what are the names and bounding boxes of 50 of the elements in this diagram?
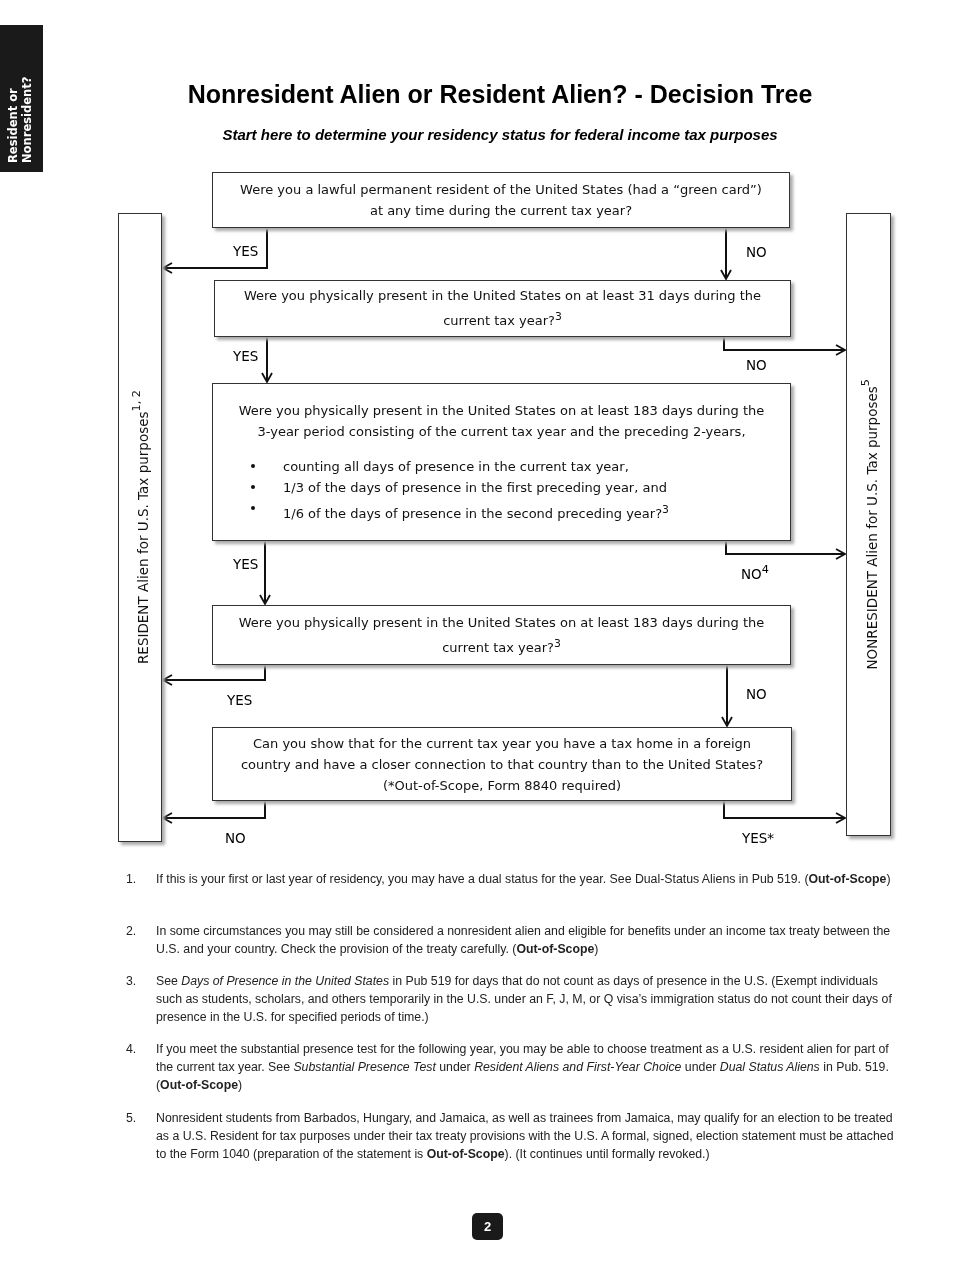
question-text: Were you a lawful permanent resident of the United States (had a “green card”) at any time during the current tax year? <box>239 181 763 220</box>
arrow <box>162 800 266 824</box>
arrow <box>723 800 846 824</box>
edge-label: NO <box>745 244 768 260</box>
arrow <box>261 336 273 383</box>
edge-label: YES <box>232 348 260 364</box>
question-text: Can you show that for the current tax year you have a tax home in a foreign country and have a closer connection to that country than to the United States? <box>239 734 765 774</box>
edge-label: NO$^{4}$ <box>740 563 770 582</box>
page-title: Nonresident Alien or Resident Alien? - Decision Tree <box>186 80 814 109</box>
question-box <box>212 172 790 228</box>
arrow <box>259 540 271 605</box>
footnote-number: 2. <box>126 923 137 940</box>
arrow <box>162 664 266 686</box>
bullet-text: counting all days of presence in the current tax year, <box>283 459 629 475</box>
question-text: (*Out-of-Scope, Form 8840 required) <box>381 776 623 795</box>
arrow <box>162 227 268 274</box>
question-text: Were you physically present in the United States on at least 183 days during the 3-year period consisting of the current tax year and the preceding 2-years, <box>237 402 766 442</box>
footnote-text: See Days of Presence in the United States in Pub 519 for days that do not count as days of presence in the U.S. (Exempt individuals such as students, scholars, and others temporarily in the U.S. under an F, J, M, or Q visa’s immigration status do not count their days of presence in the U.S. for specified periods of time.) <box>156 973 893 1026</box>
question-box <box>212 727 792 801</box>
arrow <box>720 227 732 280</box>
footnote-text: If you meet the substantial presence test for the following year, you may be able to choose treatment as a U.S. resident alien for part of the current tax year. See Substantial Presence Test under Resident Aliens and First-Year Choice under Dual Status Aliens in Pub. 519. (Out-of-Scope) <box>156 1041 890 1094</box>
result-bar <box>118 213 162 842</box>
footnote-number: 3. <box>126 973 137 990</box>
question-text: Were you physically present in the United States on at least 183 days during the current tax year?$^{3}$ <box>237 613 766 658</box>
edge-label: YES <box>226 692 254 708</box>
page-number: 2 <box>472 1213 503 1240</box>
footnote-number: 1. <box>126 871 137 888</box>
footnote-number: 4. <box>126 1041 137 1058</box>
footnote-text: If this is your first or last year of residency, you may have a dual status for the year. See Dual-Status Aliens in Pub 519. (Out-of-Scope) <box>156 871 892 888</box>
bullet-text: 1/6 of the days of presence in the second preceding year?$^{3}$ <box>283 505 669 521</box>
edge-label: NO <box>224 830 247 846</box>
question-box <box>212 605 791 665</box>
result-bar <box>846 213 891 836</box>
question-box <box>214 280 791 337</box>
arrow <box>721 664 733 727</box>
footnote-text: In some circumstances you may still be considered a nonresident alien and eligible for benefits under an income tax treaty between the U.S. and your country. Check the provision of the treaty carefully. (Out-of-Scope) <box>156 923 892 958</box>
footnote-number: 5. <box>126 1110 137 1127</box>
subtitle: Start here to determine your residency status for federal income tax purposes <box>221 126 779 143</box>
edge-label: YES* <box>741 830 776 846</box>
footnote-text: Nonresident students from Barbados, Hungary, and Jamaica, as well as trainees from Jamaica, may qualify for an election to be treated as a U.S. Resident for tax purposes under their tax treaty provisions with the U.S. A formal, signed, election statement must be attached to the Form 1040 (preparation of the statement is Out-of-Scope). (It continues until formally revoked.) <box>156 1110 894 1163</box>
arrow <box>725 540 846 560</box>
tab-text: Resident or Nonresident? <box>6 75 34 163</box>
arrow <box>723 336 846 356</box>
edge-label: YES <box>232 243 260 259</box>
question-text: Were you physically present in the United States on at least 31 days during the current tax year?$^{3}$ <box>242 287 763 331</box>
edge-label: YES <box>232 556 260 572</box>
bullet-text: 1/3 of the days of presence in the first preceding year, and <box>283 480 667 496</box>
edge-label: NO <box>745 686 768 702</box>
question-box <box>212 383 791 541</box>
edge-label: NO <box>745 357 768 373</box>
